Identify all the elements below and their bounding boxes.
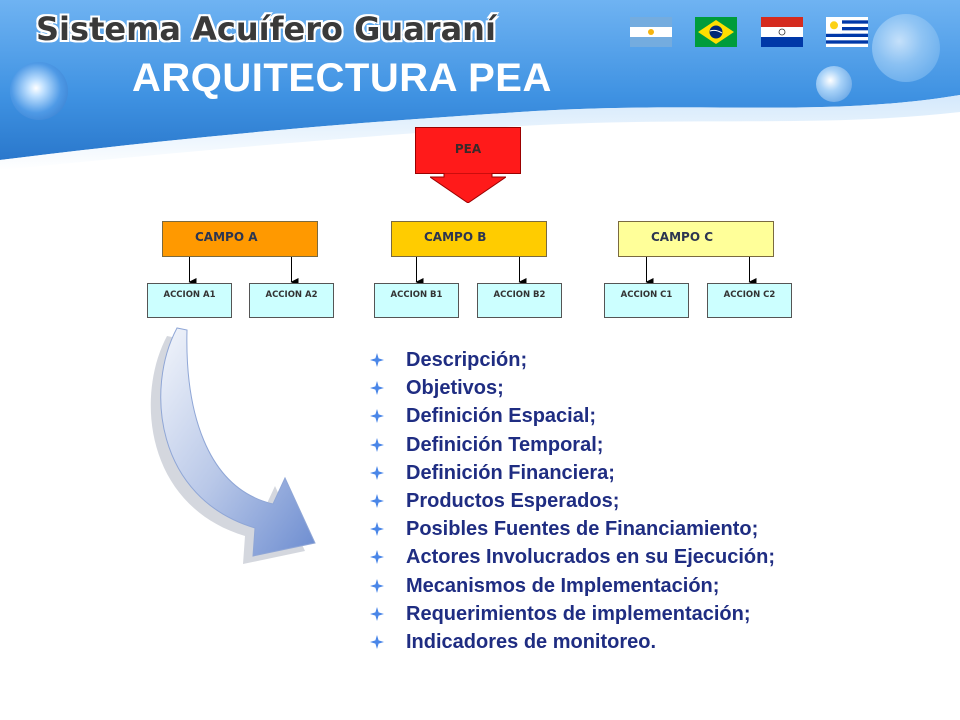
list-item-text: Mecanismos de Implementación; (406, 574, 720, 597)
list-item-text: Objetivos; (406, 377, 504, 400)
list-item: Definición Espacial; (370, 402, 775, 430)
diamond-bullet-icon (370, 578, 384, 593)
slide-subtitle: ARQUITECTURA PEA (132, 56, 552, 100)
list-item: Productos Esperados; (370, 487, 775, 515)
diamond-bullet-icon (370, 353, 384, 367)
brazil-flag-icon (695, 17, 737, 47)
diamond-bullet-icon (370, 409, 384, 424)
pea-root-box: PEA (415, 127, 521, 174)
campo-b-box: CAMPO B (391, 221, 547, 257)
list-item-text: Productos Esperados; (406, 489, 620, 512)
argentina-flag-icon (630, 17, 672, 47)
list-item: Requerimientos de implementación; (370, 600, 775, 628)
diamond-bullet-icon (370, 381, 384, 396)
requirements-list: Descripción; Objetivos; Definición Espac… (370, 346, 775, 656)
list-item: Definición Financiera; (370, 459, 775, 487)
diamond-bullet-icon (370, 550, 384, 565)
presentation-title: Sistema Acuífero Guaraní (36, 10, 496, 48)
list-item: Actores Involucrados en su Ejecución; (370, 543, 775, 571)
list-item-text: Definición Temporal; (406, 433, 604, 456)
accion-a1-box: ACCION A1 (147, 283, 232, 318)
list-item-text: Indicadores de monitoreo. (406, 630, 657, 653)
list-item: Posibles Fuentes de Financiamiento; (370, 515, 775, 543)
accion-a2-box: ACCION A2 (249, 283, 334, 318)
campo-a-box: CAMPO A (162, 221, 318, 257)
list-item: Definición Temporal; (370, 431, 775, 459)
diamond-bullet-icon (370, 493, 384, 508)
accion-b1-box: ACCION B1 (374, 283, 459, 318)
list-item-text: Definición Espacial; (406, 405, 597, 428)
list-item-text: Descripción; (406, 349, 528, 371)
list-item: Descripción; (370, 346, 775, 374)
diamond-bullet-icon (370, 437, 384, 452)
list-item-text: Requerimientos de implementación; (406, 602, 751, 625)
accion-c2-box: ACCION C2 (707, 283, 792, 318)
list-item: Objetivos; (370, 374, 775, 402)
uruguay-flag-icon (826, 17, 868, 47)
list-item-text: Actores Involucrados en su Ejecución; (406, 546, 775, 569)
diamond-bullet-icon (370, 606, 384, 621)
decorative-bubble-right-large (872, 14, 940, 82)
list-item-text: Definición Financiera; (406, 461, 615, 484)
diamond-bullet-icon (370, 522, 384, 537)
decorative-bubble-right-small (816, 66, 852, 102)
curved-arrow-graphic (150, 327, 316, 564)
campo-c-box: CAMPO C (618, 221, 774, 257)
decorative-bubble-left (10, 62, 68, 120)
list-item-text: Posibles Fuentes de Financiamiento; (406, 518, 759, 541)
paraguay-flag-icon (761, 17, 803, 47)
diamond-bullet-icon (370, 465, 384, 480)
accion-b2-box: ACCION B2 (477, 283, 562, 318)
accion-c1-box: ACCION C1 (604, 283, 689, 318)
pea-down-arrow (430, 173, 506, 203)
diamond-bullet-icon (370, 634, 384, 649)
list-item: Indicadores de monitoreo. (370, 628, 775, 656)
list-item: Mecanismos de Implementación; (370, 572, 775, 600)
